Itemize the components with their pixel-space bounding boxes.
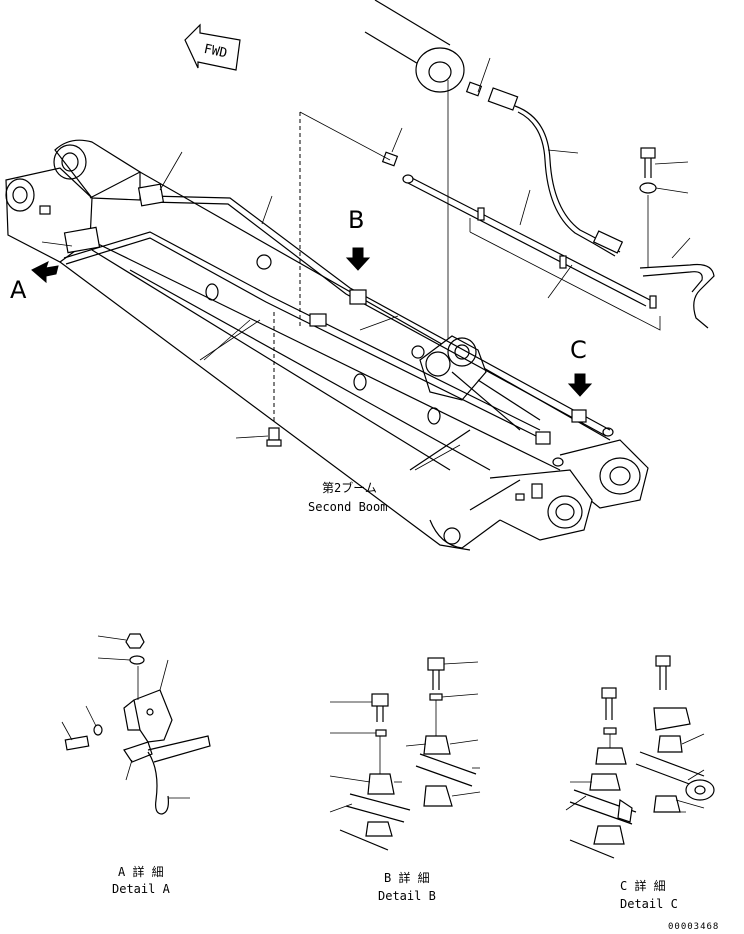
view-letter-a: A — [10, 276, 27, 304]
hydraulic-cylinder — [364, 0, 465, 345]
view-marker-c: C — [567, 336, 593, 397]
drawing-number: 00003468 — [668, 922, 719, 932]
detail-c-en: Detail C — [620, 897, 678, 911]
detail-c-jp: C 詳 細 — [620, 878, 666, 893]
view-letter-b: B — [348, 206, 364, 234]
view-letter-c: C — [570, 336, 587, 364]
upper-pipe — [402, 174, 661, 331]
second-boom — [5, 139, 649, 551]
hose-assembly — [465, 57, 715, 329]
caption-en: Second Boom — [308, 500, 387, 514]
detail-b-drawing — [329, 657, 481, 851]
detail-b-jp: B 詳 細 — [384, 870, 430, 885]
detail-c-drawing — [565, 655, 715, 859]
boom-pipes — [41, 151, 614, 467]
fwd-arrow: FWD — [184, 23, 241, 71]
detail-a-jp: A 詳 細 — [118, 864, 164, 879]
grease-fitting — [266, 312, 282, 447]
detail-b-en: Detail B — [378, 889, 436, 903]
fwd-label: FWD — [202, 42, 228, 62]
view-marker-b: B — [345, 206, 371, 271]
detail-a-en: Detail A — [112, 882, 171, 896]
view-marker-a: A — [10, 261, 59, 304]
caption-jp: 第2ブーム — [322, 480, 377, 495]
detail-a-drawing — [61, 633, 211, 815]
fitting-top — [299, 111, 403, 326]
